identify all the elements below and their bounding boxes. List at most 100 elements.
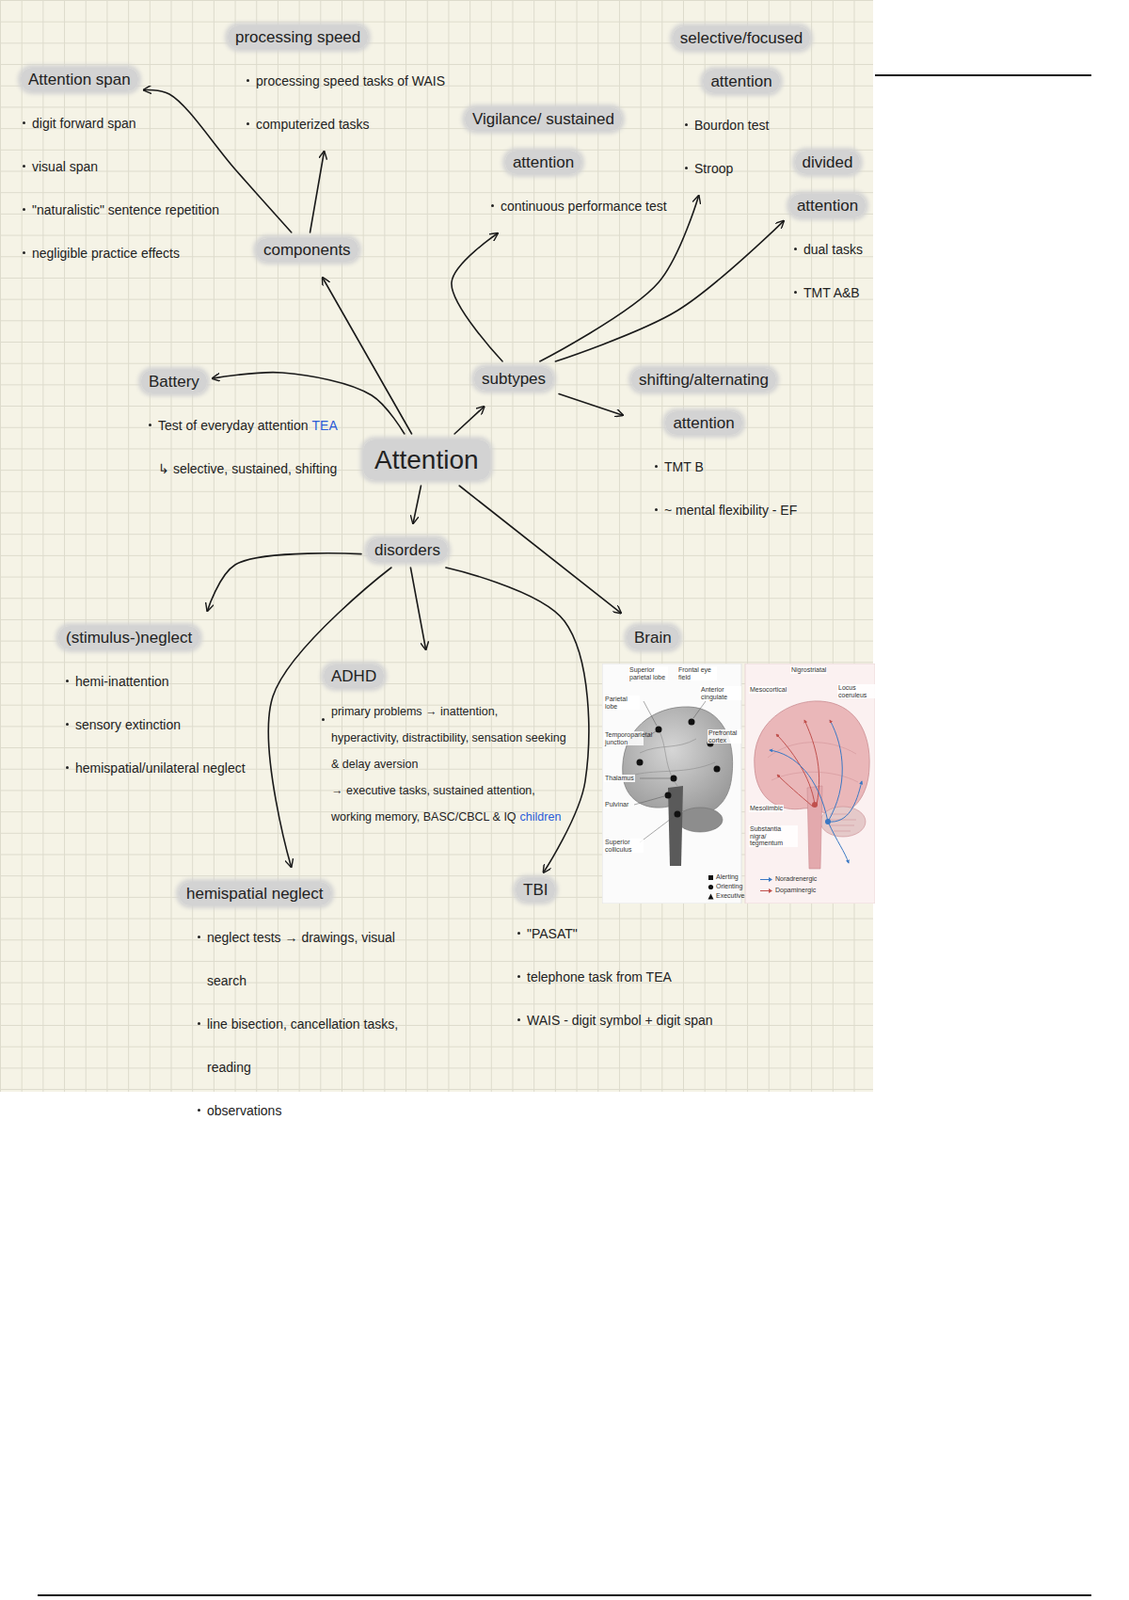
arrow-connector xyxy=(445,567,589,873)
topic-node: BatteryTest of everyday attentionTEA↳ se… xyxy=(141,360,338,491)
note-text: hemispatial/unilateral neglect xyxy=(75,760,246,776)
arrow-connector xyxy=(322,277,413,434)
figure-label: Frontal eye field xyxy=(677,666,717,681)
note-line: computerized tasks xyxy=(244,102,446,146)
note-text: neglect tests → drawings, visual search xyxy=(206,929,396,988)
figure-label: Parietal lobe xyxy=(604,695,640,710)
topic-node: TBI"PASAT"telephone task from TEAWAIS - … xyxy=(515,868,714,1042)
figure-label: Anterior cingulate xyxy=(699,685,742,700)
note-text: hemi-inattention xyxy=(75,673,170,689)
note-text: Bourdon test xyxy=(694,117,769,133)
arrow-connector xyxy=(413,485,421,524)
legend-text: Executive xyxy=(715,891,745,899)
heading-wrap: Attention span xyxy=(20,58,220,102)
legend-text: Dopaminergic xyxy=(775,886,816,893)
note-text: digit forward span xyxy=(31,115,137,131)
topic-heading: subtypes xyxy=(474,366,554,391)
note-line: negligible practice effects xyxy=(20,231,220,275)
note-line: processing speed tasks of WAIS xyxy=(244,59,446,103)
topic-node: Brain xyxy=(626,616,680,660)
arrow-connector xyxy=(310,151,325,233)
heading-wrap: Brain xyxy=(626,616,680,660)
note-line: observations xyxy=(195,1088,433,1132)
note-text: "PASAT" xyxy=(526,925,578,941)
note-line: "PASAT" xyxy=(515,911,714,955)
arrow-connector xyxy=(555,221,783,362)
legend-item: Alerting xyxy=(707,872,739,881)
arrow-connector xyxy=(206,553,362,611)
heading-wrap: disorders xyxy=(366,528,448,573)
note-text: dual tasks xyxy=(803,241,863,257)
note-text: TEA xyxy=(312,417,338,433)
heading-wrap: ADHD xyxy=(319,654,567,699)
heading-wrap: divided attention xyxy=(782,141,873,228)
arrow-connector xyxy=(454,406,484,434)
arrow-connector xyxy=(459,485,621,613)
note-text: ~ mental flexibility - EF xyxy=(664,502,797,518)
heading-wrap: (stimulus-)neglect xyxy=(58,616,246,660)
note-text: observations xyxy=(206,1102,282,1118)
note-line: TMT A&B xyxy=(792,270,873,315)
note-line: primary problems → inattention, hyperact… xyxy=(319,698,567,778)
figure-label: Prefrontal cortex xyxy=(707,729,742,744)
note-text: telephone task from TEA xyxy=(526,969,672,985)
legend-text: Orienting xyxy=(715,882,743,890)
note-line: TMT B xyxy=(652,445,797,489)
legend-item: Orienting xyxy=(707,881,743,891)
note-text: sensory extinction xyxy=(75,716,181,732)
figure-label: Temporoparietal junction xyxy=(604,731,644,746)
topic-heading: Battery xyxy=(141,369,207,394)
note-text: processing speed tasks of WAIS xyxy=(255,73,446,89)
figure-label: Pulvinar xyxy=(604,800,630,809)
note-line: dual tasks xyxy=(792,227,873,271)
note-line: Test of everyday attentionTEA xyxy=(146,403,338,447)
note-text: children xyxy=(520,810,562,824)
arrow-connector xyxy=(558,394,623,416)
legend-text: Alerting xyxy=(715,873,739,880)
arrow-connector xyxy=(451,233,503,362)
note-line: Bourdon test xyxy=(683,103,817,147)
topic-heading: divided attention xyxy=(789,150,866,218)
note-line: → executive tasks, sustained attention, … xyxy=(319,777,567,830)
figure-label: Mesolimbic xyxy=(748,804,784,812)
legend-sample xyxy=(760,887,774,894)
note-line: hemi-inattention xyxy=(63,659,246,703)
topic-heading: shifting/alternating attention xyxy=(631,367,777,435)
figure-label: Superior parietal lobe xyxy=(628,666,668,681)
figure-label: Thalamus xyxy=(604,774,636,782)
heading-wrap: components xyxy=(255,228,359,272)
topic-node: ADHD primary problems → inattention, hype… xyxy=(319,654,567,830)
note-text: TMT A&B xyxy=(803,285,860,301)
figure-label: Superior colliculus xyxy=(604,838,644,853)
legend-sample xyxy=(760,875,774,883)
note-text: Test of everyday attention xyxy=(158,417,309,433)
topic-node: subtypes xyxy=(474,357,554,401)
topic-node: divided attention dual tasksTMT A&B xyxy=(782,141,873,315)
note-line: digit forward span xyxy=(20,101,220,145)
topic-node: Attention spandigit forward spanvisual s… xyxy=(20,58,220,275)
topic-heading: ADHD xyxy=(323,664,384,688)
note-text: "naturalistic" sentence repetition xyxy=(31,202,220,218)
note-line: hemispatial/unilateral neglect xyxy=(63,746,246,790)
rule-line xyxy=(874,74,1092,77)
topic-node: components xyxy=(255,228,359,272)
legend-sample xyxy=(707,883,715,891)
legend-item: Executive xyxy=(707,890,745,900)
heading-wrap: Attention xyxy=(363,436,491,488)
note-text: computerized tasks xyxy=(255,116,370,132)
note-line: continuous performance test xyxy=(489,184,668,228)
topic-node: processing speed processing speed tasks o… xyxy=(227,15,446,146)
note-text: WAIS - digit symbol + digit span xyxy=(526,1012,714,1028)
figure-label: Substantia nigra/ tegmentum xyxy=(748,825,798,847)
note-line: ~ mental flexibility - EF xyxy=(652,488,797,532)
topic-heading: (stimulus-)neglect xyxy=(58,625,200,650)
note-line: ↳ selective, sustained, shifting xyxy=(146,446,338,491)
topic-heading: Attention xyxy=(363,439,491,480)
legend-item: Dopaminergic xyxy=(760,885,816,894)
note-text: line bisection, cancellation tasks, read… xyxy=(206,1016,398,1075)
heading-wrap: subtypes xyxy=(474,357,554,401)
heading-wrap: processing speed xyxy=(227,15,446,60)
figure-label: Mesocortical xyxy=(748,685,788,694)
heading-wrap: selective/focused attention xyxy=(666,16,817,104)
